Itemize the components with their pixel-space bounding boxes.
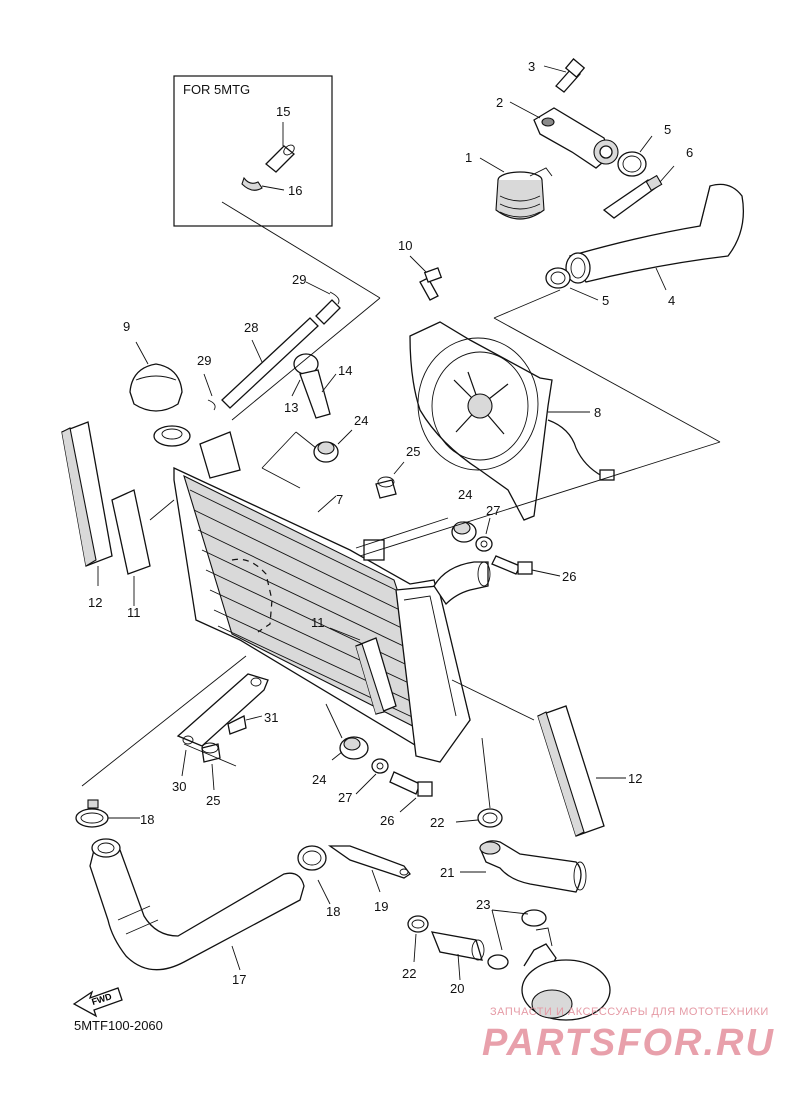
watermark-tagline: ЗАПЧАСТИ И АКСЕССУАРЫ ДЛЯ МОТОТЕХНИКИ <box>490 1006 769 1018</box>
label-25-top: 25 <box>406 444 420 459</box>
label-18-mid: 18 <box>326 904 340 919</box>
label-7: 7 <box>336 492 343 507</box>
label-17: 17 <box>232 972 246 987</box>
label-12-right: 12 <box>628 771 642 786</box>
fan-group <box>409 255 615 521</box>
label-1: 1 <box>465 150 472 165</box>
inset-title: FOR 5MTG <box>183 82 250 97</box>
overflow-pipe-group <box>203 281 341 419</box>
fwd-arrow-icon: FWD <box>72 987 123 1018</box>
label-5-lower: 5 <box>602 293 609 308</box>
label-11-left: 11 <box>127 605 141 620</box>
watermark-brand: PARTSFOR.RU <box>482 1022 775 1064</box>
label-22-lower: 22 <box>402 966 416 981</box>
label-9: 9 <box>123 319 130 334</box>
lower-hose-group <box>75 799 411 971</box>
label-23: 23 <box>476 897 490 912</box>
part-labels: 3 2 1 5 6 5 4 15 16 10 29 9 28 29 14 13 … <box>88 59 693 996</box>
label-29-top: 29 <box>292 272 306 287</box>
label-26-right: 26 <box>562 569 576 584</box>
label-3: 3 <box>528 59 535 74</box>
label-26-lower: 26 <box>380 813 394 828</box>
label-11-mid: 11 <box>311 615 325 630</box>
leader-lines <box>81 201 721 787</box>
label-8: 8 <box>594 405 601 420</box>
label-21: 21 <box>440 865 454 880</box>
label-18-left: 18 <box>140 812 154 827</box>
label-14: 14 <box>338 363 352 378</box>
label-4: 4 <box>668 293 675 308</box>
label-19: 19 <box>374 899 388 914</box>
label-16: 16 <box>288 183 302 198</box>
label-22-upper: 22 <box>430 815 444 830</box>
label-28: 28 <box>244 320 258 335</box>
label-30: 30 <box>172 779 186 794</box>
label-24-top: 24 <box>354 413 368 428</box>
label-13: 13 <box>284 400 298 415</box>
label-29-lower: 29 <box>197 353 211 368</box>
side-covers-group <box>61 421 626 837</box>
label-2: 2 <box>496 95 503 110</box>
inset-5mtg: FOR 5MTG <box>173 75 333 227</box>
label-25-lower: 25 <box>206 793 220 808</box>
oil-cooler-group <box>407 737 611 1021</box>
label-24-lower: 24 <box>312 772 326 787</box>
label-20: 20 <box>450 981 464 996</box>
label-5-top: 5 <box>664 122 671 137</box>
label-15: 15 <box>276 104 290 119</box>
diagram-code: 5MTF100-2060 <box>74 1018 163 1033</box>
label-6: 6 <box>686 145 693 160</box>
upper-hose-group <box>545 135 745 301</box>
label-24-right: 24 <box>458 487 472 502</box>
bracket-group <box>176 673 269 777</box>
label-27-right: 27 <box>486 503 500 518</box>
label-10: 10 <box>398 238 412 253</box>
label-31: 31 <box>264 710 278 725</box>
mount-hardware-group <box>201 429 561 813</box>
label-12-left: 12 <box>88 595 102 610</box>
thermostat-group <box>479 57 619 220</box>
label-27-lower: 27 <box>338 790 352 805</box>
cap-group <box>129 341 191 447</box>
